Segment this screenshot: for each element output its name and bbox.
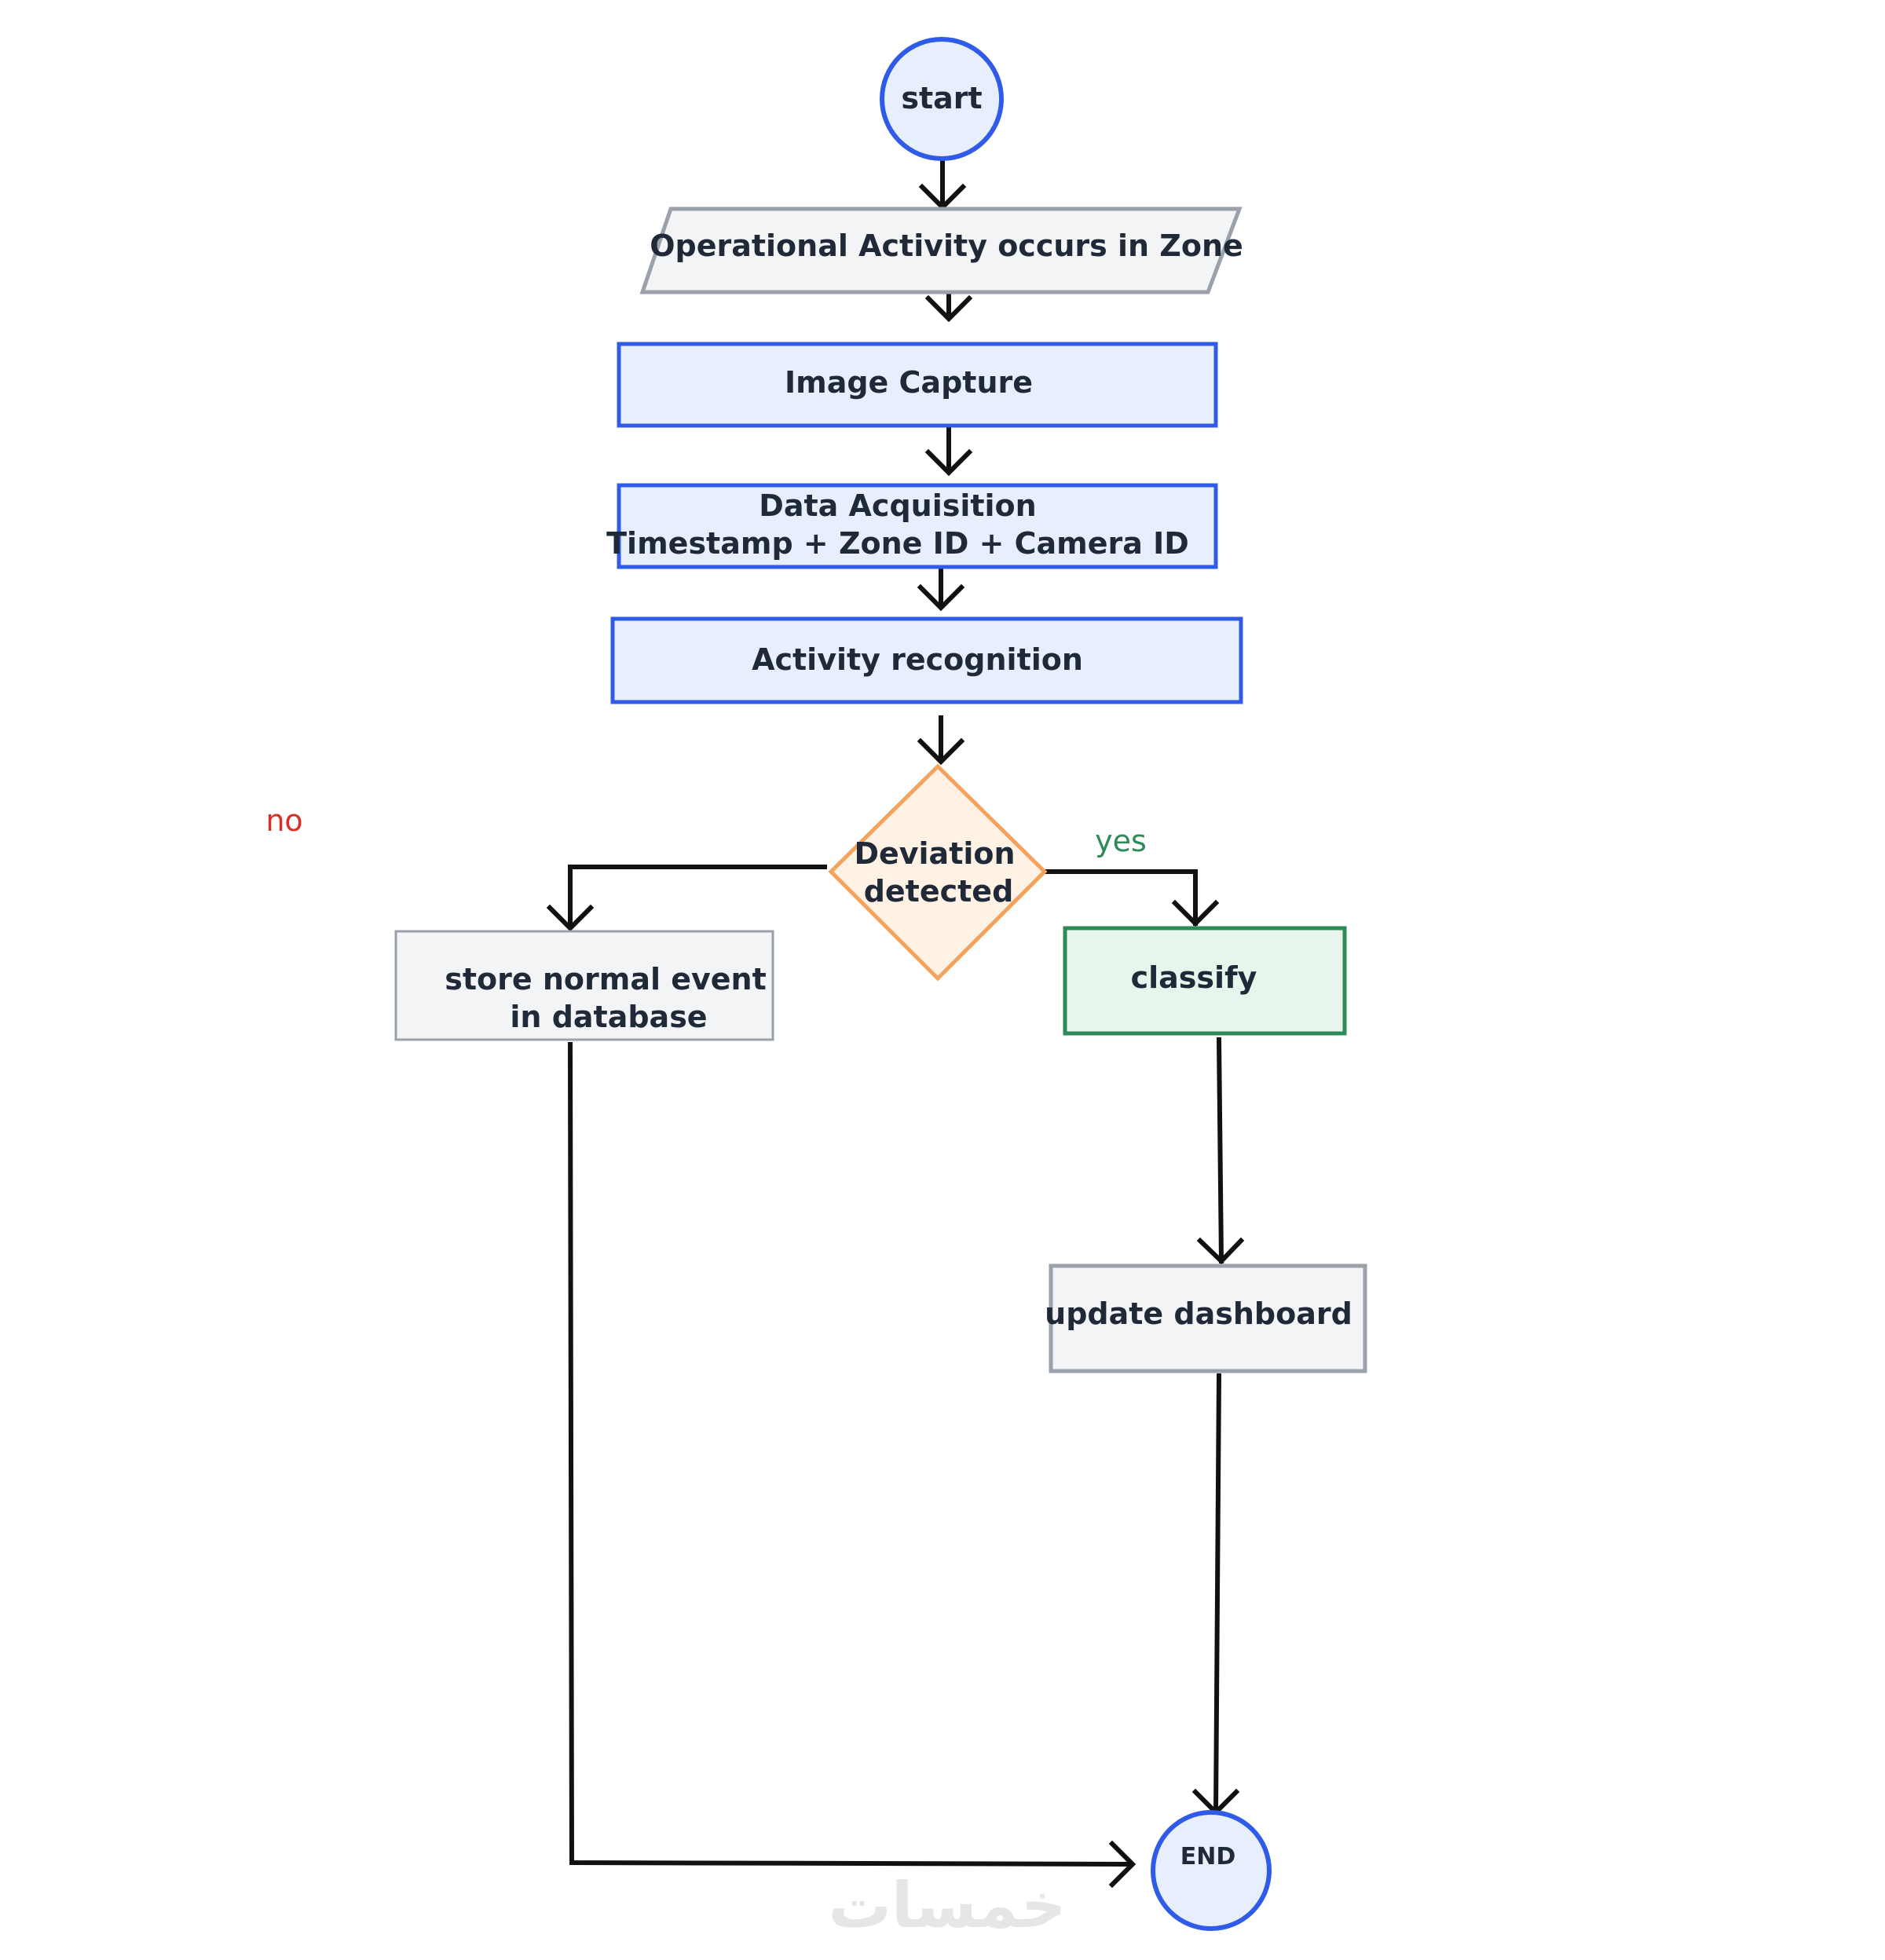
arrowhead-classify [1171,899,1220,927]
connectors [546,159,1245,1889]
deviation-label-line1: Deviation [854,836,1015,871]
data-acquisition-fields: Timestamp + Zone ID + Camera ID [606,526,1189,561]
classify-node[interactable]: classify [1063,926,1347,1036]
start-label: start [901,81,982,115]
start-node[interactable]: start [880,37,1004,161]
image-capture-box [617,342,1218,428]
operational-activity-label: Operational Activity occurs in Zone [650,229,1243,263]
store-event-node[interactable]: store normal event in database [394,930,774,1041]
operational-activity-shape [639,207,1243,294]
image-capture-label: Image Capture [785,365,1033,400]
arrowhead-end-left [1108,1840,1136,1889]
update-dashboard-box [1049,1263,1367,1373]
edge-dashboard-to-end [1213,1373,1222,1816]
branch-label-no: no [265,803,302,838]
deviation-decision-node[interactable]: Deviation detected [828,763,1048,982]
store-event-label-line2: in database [510,1000,707,1034]
store-event-label-line1: store normal event [445,962,767,996]
activity-recognition-box [610,616,1243,704]
store-event-box [394,930,774,1041]
arrowhead-activity [917,583,965,612]
start-circle [880,37,1004,161]
branch-label-yes: yes [1095,824,1147,858]
data-acquisition-title: Data Acquisition [759,488,1036,523]
edge-store-event-to-end [567,1041,1134,1867]
edge-classify-to-dashboard [1216,1037,1224,1264]
arrowhead-store-event [546,904,595,932]
arrowhead-deviation [917,737,965,766]
activity-recognition-label: Activity recognition [752,642,1083,677]
arrowhead-data-acquisition [924,448,973,477]
edge-deviation-to-classify [1044,869,1198,926]
deviation-label-line2: detected [864,874,1014,909]
update-dashboard-node[interactable]: update dashboard [1045,1263,1367,1373]
arrowhead-image-capture [924,294,973,323]
operational-activity-node[interactable]: Operational Activity occurs in Zone [639,207,1243,294]
arrowhead-dashboard [1196,1237,1245,1265]
image-capture-node[interactable]: Image Capture [617,342,1218,428]
deviation-diamond [828,763,1048,982]
data-acquisition-node[interactable]: Data Acquisition Timestamp + Zone ID + C… [606,483,1218,569]
classify-box [1063,926,1347,1036]
edge-deviation-to-store-event [568,865,827,929]
watermark-text: خمسات [828,1869,1066,1942]
end-label: END [1180,1843,1236,1870]
update-dashboard-label: update dashboard [1045,1296,1352,1331]
end-node[interactable]: END [1151,1810,1272,1931]
data-acquisition-box [617,483,1218,569]
classify-label: classify [1131,960,1257,995]
end-circle [1151,1810,1272,1931]
activity-recognition-node[interactable]: Activity recognition [610,616,1243,704]
